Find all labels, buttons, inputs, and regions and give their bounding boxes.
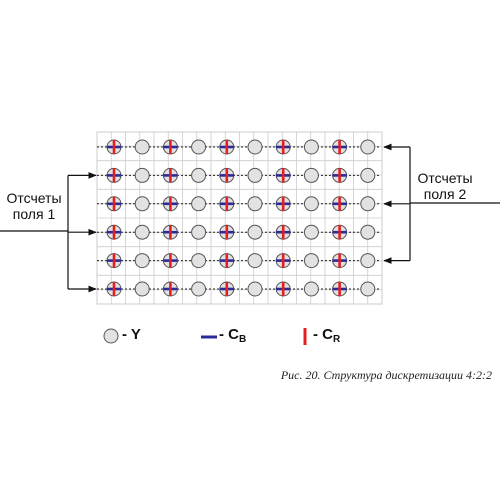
sample-rows [97,139,381,297]
luma-sample [303,224,319,240]
luma-sample [247,253,263,269]
luma-sample [247,196,263,212]
luma-sample [303,139,319,155]
luma-sample [191,139,207,155]
sample-grid-background [96,131,383,305]
luma-sample [303,253,319,269]
luma-sample [191,167,207,183]
luma-sample [191,253,207,269]
luma-sample [134,167,150,183]
field-arrows [0,143,500,293]
field-1-label-line1: Отсчеты [6,190,62,206]
luma-sample [360,167,376,183]
luma-sample [134,281,150,297]
field-2-label: Отсчеты поля 2 [402,170,488,202]
field-1-label: Отсчеты поля 1 [4,190,64,222]
sample-row [97,167,381,183]
legend-y-label: - Y [122,326,141,343]
luma-sample [360,139,376,155]
luma-sample [247,224,263,240]
luma-sample [134,224,150,240]
luma-sample [360,253,376,269]
sample-row [97,224,381,240]
legend-luma-icon [103,328,119,344]
luma-sample [247,167,263,183]
luma-sample [360,224,376,240]
sample-row [97,196,381,212]
luma-sample [191,281,207,297]
legend-cb-subscript: B [239,334,247,345]
legend-cr-subscript: R [333,334,341,345]
field-2-label-line1: Отсчеты [417,170,473,186]
luma-sample [134,139,150,155]
legend-icons [103,328,307,345]
luma-sample [360,196,376,212]
legend-cr-label: - CR [313,326,340,349]
sample-row [97,253,381,269]
legend-cr-text: - C [313,326,333,343]
legend-cb-label: - CB [219,326,246,349]
legend-cb-text: - C [219,326,239,343]
figure-caption: Рис. 20. Структура дискретизации 4:2:2 [280,368,492,382]
luma-sample [191,196,207,212]
sample-row [97,281,381,297]
field-2-label-line2: поля 2 [423,186,467,202]
luma-sample [247,281,263,297]
sample-row [97,139,381,155]
luma-sample [134,196,150,212]
luma-sample [360,281,376,297]
luma-sample [303,281,319,297]
luma-sample [303,196,319,212]
luma-sample [191,224,207,240]
field-1-label-line2: поля 1 [12,206,56,222]
luma-sample [303,167,319,183]
luma-sample [134,253,150,269]
luma-sample [247,139,263,155]
